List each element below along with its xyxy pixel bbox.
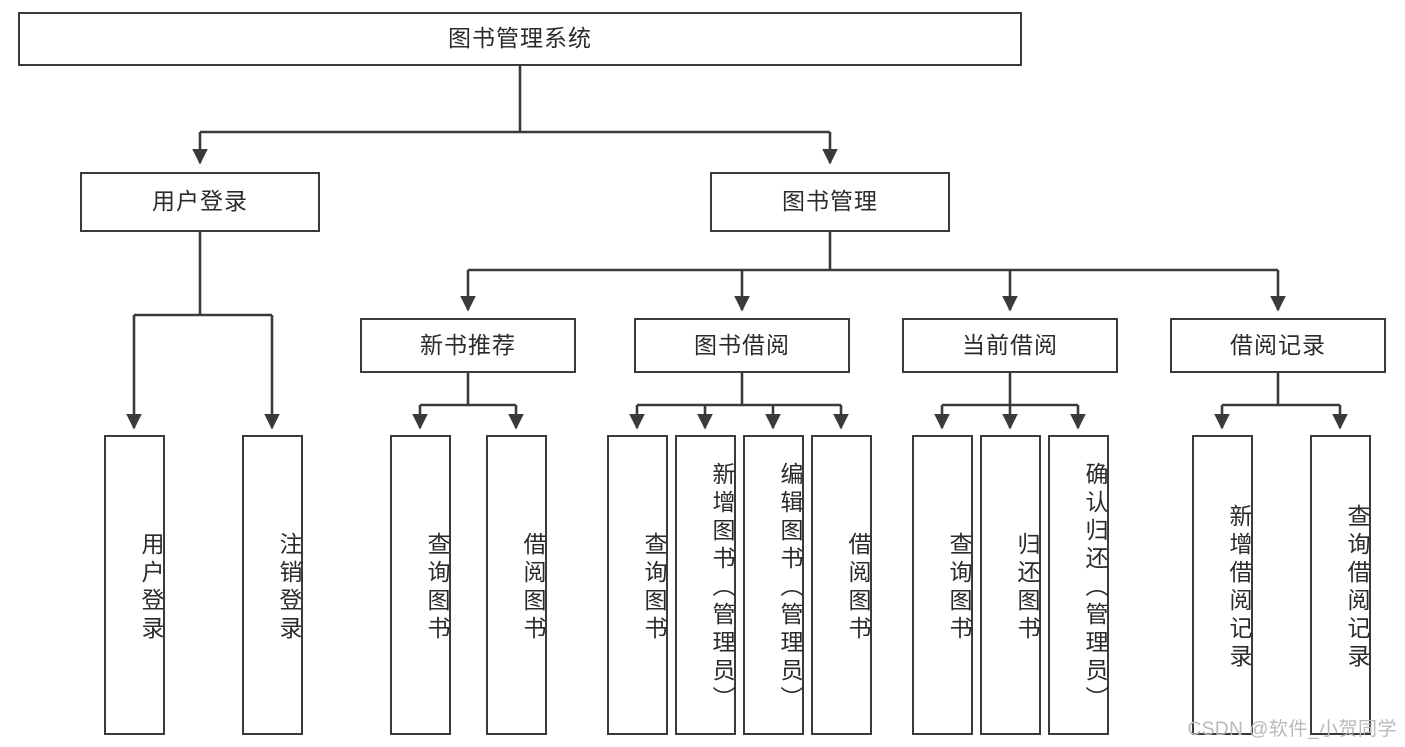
node-label: 图书管理系统: [448, 25, 592, 52]
node-label: 查询图书: [424, 532, 450, 644]
node-book-management[interactable]: 图书管理: [710, 172, 950, 232]
node-label: 图书借阅: [694, 331, 790, 358]
leaf-book-borrow-query[interactable]: 查询图书: [607, 435, 668, 735]
leaf-new-book-query[interactable]: 查询图书: [390, 435, 451, 735]
leaf-book-borrow-add[interactable]: 新增图书（管理员）: [675, 435, 736, 735]
node-label: 注销登录: [276, 532, 302, 644]
leaf-new-book-borrow[interactable]: 借阅图书: [486, 435, 547, 735]
node-label: 当前借阅: [962, 331, 1058, 358]
node-label: 查询借阅记录: [1344, 504, 1370, 672]
node-label: 新书推荐: [420, 331, 516, 358]
node-label: 编辑图书（管理员）: [777, 462, 803, 714]
node-label: 用户登录: [138, 532, 164, 644]
node-label: 新增借阅记录: [1226, 504, 1252, 672]
node-borrow-record[interactable]: 借阅记录: [1170, 318, 1386, 373]
node-label: 查询图书: [641, 532, 667, 644]
node-new-book-recommend[interactable]: 新书推荐: [360, 318, 576, 373]
node-current-borrow[interactable]: 当前借阅: [902, 318, 1118, 373]
node-label: 新增图书（管理员）: [709, 462, 735, 714]
node-root-system[interactable]: 图书管理系统: [18, 12, 1022, 66]
node-label: 借阅图书: [520, 532, 546, 644]
node-book-borrow[interactable]: 图书借阅: [634, 318, 850, 373]
node-label: 图书管理: [782, 188, 878, 215]
leaf-current-borrow-confirm-return[interactable]: 确认归还（管理员）: [1048, 435, 1109, 735]
node-label: 用户登录: [152, 188, 248, 215]
leaf-current-borrow-query[interactable]: 查询图书: [912, 435, 973, 735]
node-label: 借阅记录: [1230, 331, 1326, 358]
node-label: 确认归还（管理员）: [1082, 462, 1108, 714]
leaf-borrow-record-add[interactable]: 新增借阅记录: [1192, 435, 1253, 735]
node-label: 归还图书: [1014, 532, 1040, 644]
leaf-book-borrow-edit[interactable]: 编辑图书（管理员）: [743, 435, 804, 735]
leaf-user-login-login[interactable]: 用户登录: [104, 435, 165, 735]
node-user-login[interactable]: 用户登录: [80, 172, 320, 232]
leaf-book-borrow-borrow[interactable]: 借阅图书: [811, 435, 872, 735]
node-label: 借阅图书: [845, 532, 871, 644]
node-label: 查询图书: [946, 532, 972, 644]
leaf-current-borrow-return[interactable]: 归还图书: [980, 435, 1041, 735]
leaf-user-login-logout[interactable]: 注销登录: [242, 435, 303, 735]
leaf-borrow-record-query[interactable]: 查询借阅记录: [1310, 435, 1371, 735]
watermark-text: CSDN @软件_小贺同学: [1187, 719, 1397, 740]
